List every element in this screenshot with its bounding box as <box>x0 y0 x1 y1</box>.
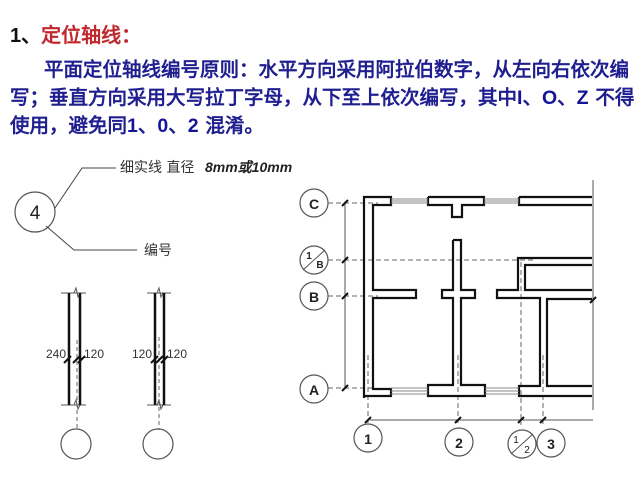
digit-0: 0 <box>157 115 169 137</box>
description-paragraph: 平面定位轴线编号原则：水平方向采用阿拉伯数字，从左向右依次编写；垂直方向采用大写… <box>10 56 635 141</box>
leader-line-top <box>54 167 116 209</box>
wall-1-left-dim: 240 <box>46 347 66 361</box>
axis-circle-icon <box>299 374 329 404</box>
axis-label-1-2-top: 1 <box>513 435 519 446</box>
separator: 、 <box>137 114 158 137</box>
description-text-2: 不得使用，避免同 <box>10 85 635 138</box>
row-axis-1B: 1 B <box>299 245 329 275</box>
legend-circle-label: 4 <box>30 203 41 224</box>
axis-label-1B-top: 1 <box>306 251 312 262</box>
row-axis-C: C <box>299 188 329 218</box>
axis-label-2: 2 <box>455 435 463 451</box>
axis-circle-icon <box>299 281 329 311</box>
section-heading: 定位轴线： <box>41 23 142 47</box>
col-axis-3: 3 <box>536 428 566 458</box>
axis-label-1B-bottom: B <box>316 260 323 271</box>
digit-1: 1 <box>127 115 138 137</box>
axis-circle-icon <box>299 188 329 218</box>
number-note: 编号 <box>144 243 172 259</box>
axis-circle-icon <box>142 428 174 460</box>
description-text-3: 混淆。 <box>198 114 264 137</box>
floor-plan: C 1 B B A 1 2 1 2 <box>299 180 597 459</box>
row-axis-B: B <box>299 281 329 311</box>
axis-label-C: C <box>309 196 319 212</box>
section-number: 1、 <box>10 25 42 47</box>
description-text-1: 平面定位轴线编号原则：水平方向采用阿拉伯数字，从左向右依次编写；垂直方向采用大写… <box>10 58 630 109</box>
axis-label-B: B <box>309 289 319 305</box>
axis-label-1-2-bottom: 2 <box>524 445 530 456</box>
axis-circle-icon <box>60 428 92 460</box>
wall-1-right-dim: 120 <box>84 347 104 361</box>
legend-axis-symbol: 4 细实线 直径 8mm或10mm 编号 <box>14 159 292 259</box>
digit-2: 2 <box>187 115 199 137</box>
axis-circle-icon <box>536 428 566 458</box>
wall-example-2: 120 120 <box>132 286 187 460</box>
separator: 、 <box>557 85 577 109</box>
line-note: 细实线 直径 <box>120 159 194 176</box>
excluded-letter-z: Z <box>576 86 589 109</box>
wall-example-1: 240 120 <box>46 286 104 460</box>
wall-2-left-dim: 120 <box>132 347 152 361</box>
axis-circle-icon <box>14 191 56 233</box>
col-axis-1-2: 1 2 <box>507 429 537 459</box>
axis-circle-icon <box>444 427 474 457</box>
leader-line-bottom <box>45 225 137 251</box>
separator: 、 <box>522 85 542 109</box>
axis-label-3: 3 <box>547 436 555 452</box>
row-axis-A: A <box>299 374 329 404</box>
separator: 、 <box>168 114 188 137</box>
axis-circle-icon <box>353 423 383 453</box>
axis-label-A: A <box>309 382 319 398</box>
section-title: 1、定位轴线： <box>10 22 141 49</box>
wall-2-right-dim: 120 <box>167 347 187 361</box>
col-axis-2: 2 <box>444 427 474 457</box>
col-axis-1: 1 <box>353 423 383 453</box>
excluded-letter-i: I <box>517 86 523 109</box>
axis-label-1: 1 <box>364 431 372 447</box>
size-note: 8mm或10mm <box>205 159 292 175</box>
excluded-letter-o: O <box>541 86 558 109</box>
